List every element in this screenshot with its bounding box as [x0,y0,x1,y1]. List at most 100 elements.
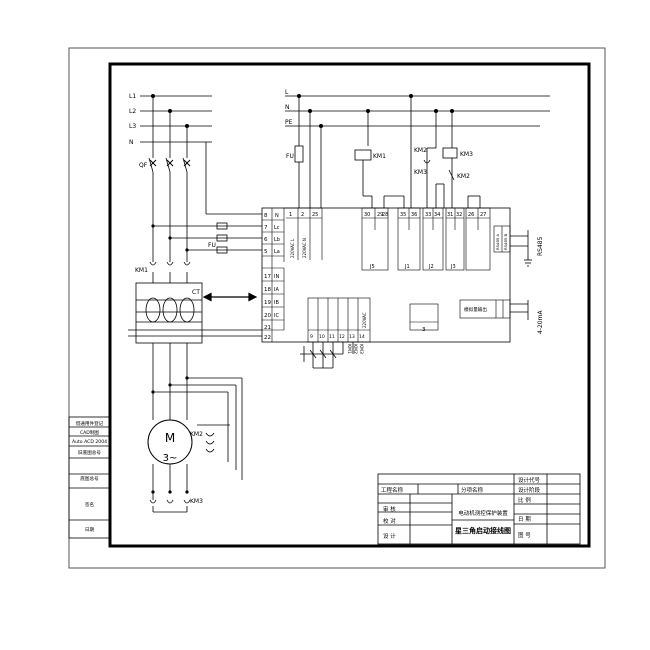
terminal-33: 33 [425,212,431,218]
terminal-17: 17 [264,274,271,280]
terminal-ia: IA [274,287,279,293]
terminal-35: 35 [400,212,406,218]
terminal-14: 14 [359,334,365,340]
km1-coil-label: KM1 [373,153,386,160]
terminal-26: 26 [468,212,474,218]
top-terminal-groups [361,207,491,271]
analog-output-box [459,299,511,319]
side-table-row: 底图总号 [80,475,99,482]
digital-input-strip [307,297,439,343]
di-wiring [300,342,354,369]
tb-design-code: 设计代号 [518,476,541,484]
ct-block [135,282,203,344]
terminal-30: 30 [364,212,370,218]
di-km2-label: KM2 [352,344,358,354]
terminal-27: 27 [480,212,486,218]
side-table-row: 旧底图总号 [78,449,101,456]
rs485-box [493,225,511,253]
qf-label: QF [139,162,148,169]
terminal-21: 21 [264,325,271,331]
sheet-border [68,47,606,569]
volt-l-label: 220VAC L [290,238,295,258]
terminal-11: 11 [329,334,335,340]
km2-motor-label: KM2 [190,431,203,438]
terminal-31: 31 [447,212,453,218]
relay-j2: J2 [428,264,434,270]
terminal-20: 20 [264,313,271,319]
tb-design-stage: 设计阶段 [518,486,541,494]
bus-label-l1: L1 [129,93,136,100]
rs485-b-label: RS485 B [503,233,508,250]
side-table [68,416,111,539]
side-table-row: 日期 [85,527,95,533]
tb-project-name: 工程名称 [381,486,404,494]
side-table-row: 签名 [85,501,94,508]
tap-junctions [151,224,189,252]
terminal-10: 10 [319,334,325,340]
motor-junctions [151,376,189,494]
phase-tap-lines [153,142,262,254]
protection-device-body [261,207,511,343]
terminal-6: 6 [264,237,268,243]
di-km3-label: KM3 [358,344,364,354]
motor-wiring [149,377,243,513]
terminal-32: 32 [456,212,462,218]
side-table-row: Auto ACD 2004 [72,439,107,445]
tb-design: 设 计 [383,532,396,540]
terminal-lb: Lb [274,237,280,243]
drawing-frame [108,62,591,548]
phase-drops [148,96,188,262]
terminal-1: 1 [289,212,292,218]
relay-j3: J3 [450,264,456,270]
volt-n-label: 220VAC N [302,238,307,258]
side-table-row: CAD制图 [80,429,99,436]
terminal-29: 29 [377,212,383,218]
ctrl-bus-pe: PE [285,119,293,126]
terminal-12: 12 [339,334,345,340]
tb-check: 校 对 [383,517,396,525]
rs485-label: RS485 [537,236,544,256]
tb-device-name: 电动机测控保护装置 [458,509,508,517]
bus-label-n: N [129,139,134,146]
di-km1-label: KM1 [346,344,352,354]
terminal-in: IN [274,274,279,280]
ctrl-bus-n: N [285,104,290,111]
terminal-ib: IB [274,300,279,306]
ct-coils [128,297,262,337]
title-block [377,473,581,545]
sub-module-3: 3 [422,327,426,333]
ma-output-label: 4-20mA [537,310,544,334]
motor-phase-label: 3~ [163,453,178,464]
km2-coil-label: KM2 [414,147,427,154]
tb-drawing-no: 图 号 [518,531,531,539]
terminal-34: 34 [434,212,440,218]
tb-date: 日 期 [518,516,531,523]
analog-output-label: 模拟量输出 [464,306,487,313]
terminal-5: 5 [264,249,268,255]
terminal-36: 36 [411,212,417,218]
terminal-ic: IC [274,313,279,319]
bus-label-l3: L3 [129,123,136,130]
terminal-13: 13 [349,334,355,340]
terminal-n: N [275,213,279,219]
ctrl-bus-l: L [285,89,289,96]
terminal-7: 7 [264,225,268,231]
terminal-18: 18 [264,287,271,293]
control-wiring [294,96,532,320]
terminal-28: 28 [382,212,388,218]
km3-coil-label: KM3 [460,151,473,158]
terminal-lc: Lc [274,225,280,231]
tb-review: 审 核 [383,505,396,513]
ct-label: CT [192,289,200,296]
tb-drawing-title: 星三角启动接线图 [455,526,511,535]
motor-m-label: M [165,431,175,445]
km1-label: KM1 [135,267,148,274]
km3-motor-label: KM3 [190,498,203,505]
fu-main-label: FU [208,242,216,249]
bus-label-l2: L2 [129,108,136,115]
terminal-22: 22 [264,335,271,341]
side-table-row: 借通用件登记 [76,420,104,427]
terminal-9: 9 [310,334,313,340]
km2-aux-label: KM2 [457,173,470,180]
